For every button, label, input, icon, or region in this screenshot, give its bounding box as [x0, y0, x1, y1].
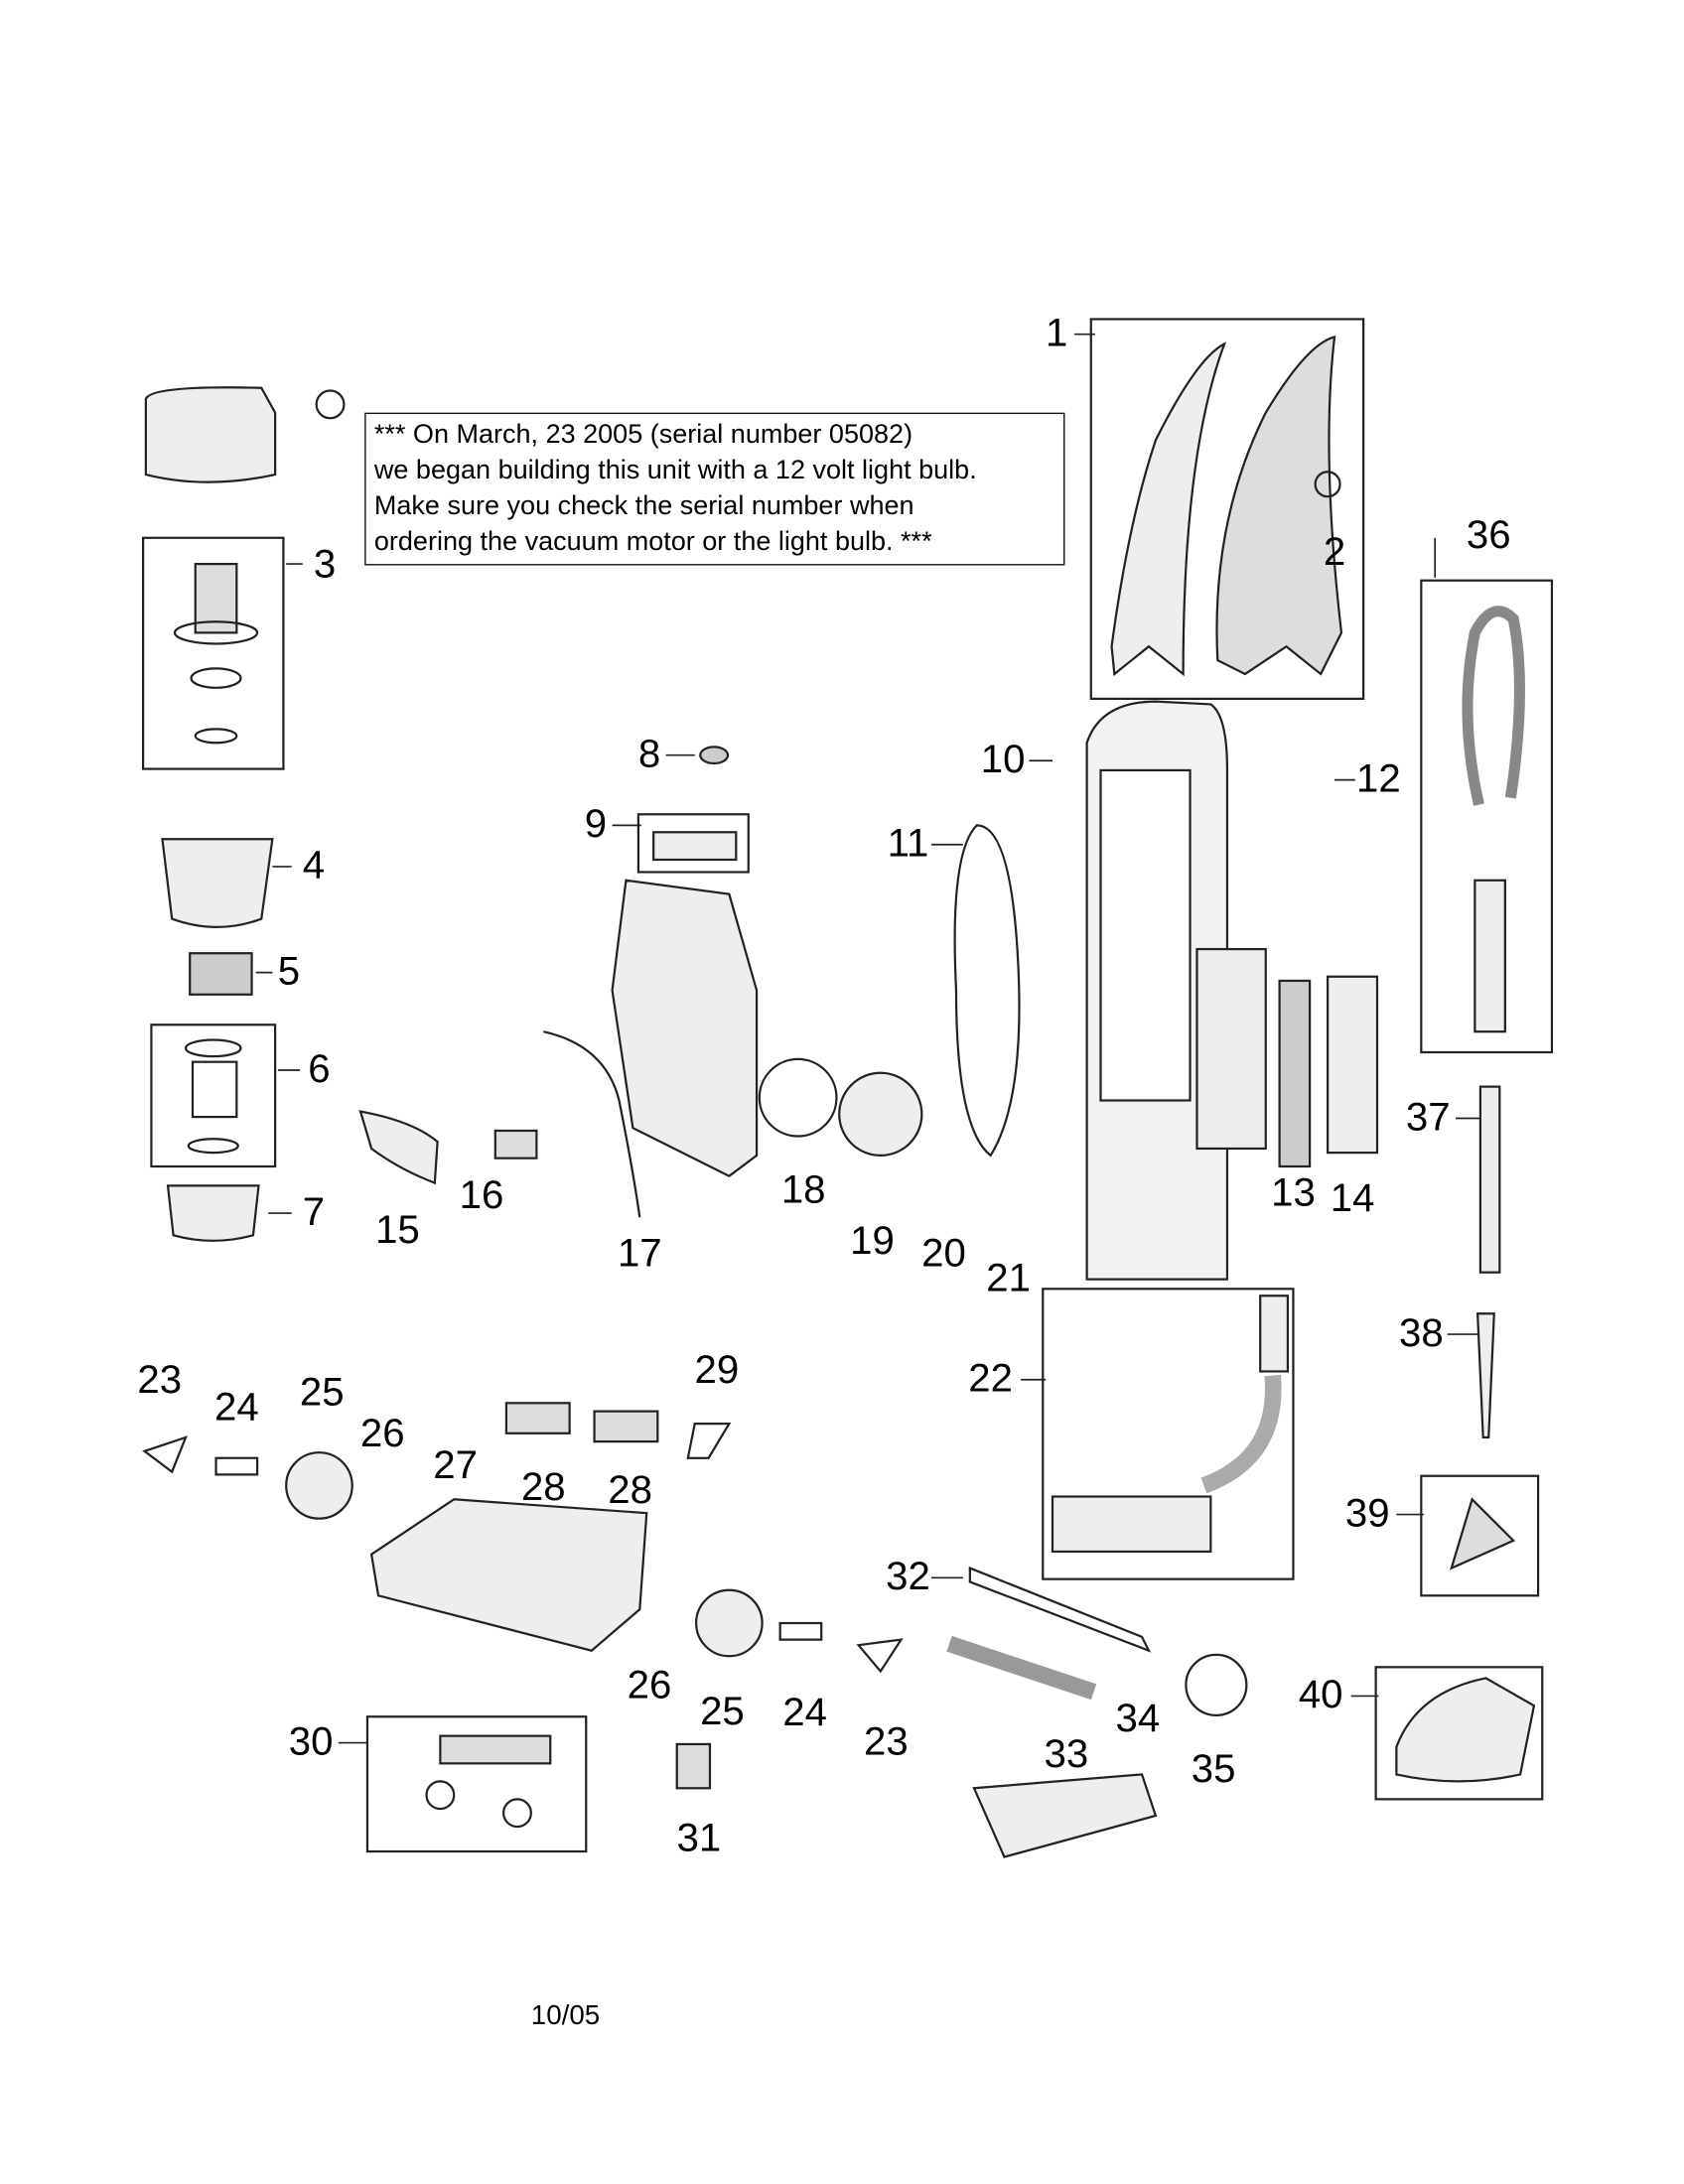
- part-label: 35: [1191, 1747, 1236, 1792]
- part-label: 2: [1323, 530, 1346, 575]
- part-31-drawing: [675, 1742, 712, 1790]
- filter-5-drawing: [189, 952, 253, 996]
- note-line: *** On March, 23 2005 (serial number 050…: [373, 419, 913, 451]
- part-label: 13: [1271, 1170, 1316, 1216]
- dirt-cup-drawing: [161, 838, 274, 929]
- lens-15-drawing: [358, 1110, 439, 1185]
- part-label: 22: [968, 1356, 1013, 1402]
- hose-22-drawing: [1051, 1295, 1290, 1554]
- part-label: 1: [1045, 311, 1068, 356]
- base-hood-drawing: [369, 1498, 648, 1652]
- latch-28a-drawing: [504, 1402, 571, 1434]
- part-label: 26: [359, 1412, 405, 1456]
- part-29-drawing: [686, 1422, 732, 1459]
- brush-39-drawing: [1450, 1497, 1516, 1570]
- part-label: 3: [313, 542, 337, 587]
- part-label: 23: [863, 1719, 909, 1765]
- part-label: 4: [302, 844, 326, 888]
- part-label: 26: [627, 1663, 672, 1708]
- turbo-tool-40-drawing: [1395, 1677, 1536, 1783]
- part-label: 29: [694, 1348, 740, 1393]
- bumper-32-drawing: [968, 1566, 1152, 1653]
- part-label: 21: [986, 1256, 1031, 1301]
- part-label: 17: [617, 1231, 662, 1277]
- gasket-18-drawing: [758, 1057, 838, 1138]
- part-label: 8: [637, 732, 661, 777]
- part-label: 28: [608, 1468, 652, 1513]
- part-label: 6: [308, 1047, 331, 1092]
- part-label: 25: [700, 1690, 745, 1734]
- wheels-drawing: [142, 1435, 904, 1674]
- note-line: we began building this unit with a 12 vo…: [373, 455, 977, 486]
- part-label: 23: [137, 1358, 183, 1403]
- part-label: 16: [459, 1173, 504, 1218]
- dust-cup-lid-drawing: [144, 386, 346, 483]
- note-line: ordering the vacuum motor or the light b…: [373, 526, 932, 558]
- bottom-plate-34-drawing: [972, 1773, 1158, 1858]
- part-label: 19: [850, 1219, 895, 1264]
- motor-19-drawing: [838, 1071, 923, 1158]
- part-label: 34: [1115, 1697, 1161, 1741]
- crevice-tool-38-drawing: [1475, 1312, 1495, 1439]
- part-label: 12: [1356, 756, 1401, 802]
- part-label: 11: [887, 821, 929, 867]
- part-label: 18: [780, 1168, 826, 1213]
- part-label: 32: [886, 1555, 930, 1599]
- wheel-set-30-drawing: [425, 1734, 552, 1829]
- filter-6-drawing: [184, 1038, 242, 1155]
- part-label: 25: [299, 1370, 345, 1416]
- cup-bottom-7-drawing: [166, 1184, 260, 1242]
- part-label: 31: [676, 1816, 722, 1861]
- part-label: 9: [584, 802, 608, 847]
- bulb-holder-16-drawing: [493, 1129, 538, 1160]
- filter-assembly-drawing: [173, 562, 259, 745]
- part-9-drawing: [652, 831, 738, 862]
- hose-drawing: [1462, 606, 1525, 1033]
- part-label: 7: [302, 1190, 326, 1235]
- part-label: 5: [277, 949, 301, 995]
- part-label: 10: [980, 738, 1026, 782]
- serial-number-note: *** On March, 23 2005 (serial number 050…: [364, 412, 1065, 566]
- part-label: 28: [520, 1465, 566, 1510]
- belt-35-drawing: [1185, 1653, 1248, 1716]
- part-label: 33: [1044, 1732, 1089, 1777]
- switch-2-drawing: [1314, 471, 1341, 498]
- part-label: 15: [375, 1208, 420, 1253]
- part-label: 14: [1330, 1176, 1375, 1221]
- handle-drawing: [1110, 336, 1343, 677]
- wand-37-drawing: [1478, 1085, 1501, 1274]
- part-label: 24: [213, 1385, 259, 1431]
- part-label: 20: [921, 1231, 966, 1277]
- wire-17-drawing: [543, 1030, 641, 1218]
- latch-28b-drawing: [593, 1410, 659, 1443]
- power-cord-drawing: [953, 824, 1021, 1158]
- part-label: 36: [1466, 513, 1511, 558]
- motor-housing-drawing: [611, 879, 759, 1177]
- date-code: 10/05: [530, 2000, 601, 2031]
- part-label: 30: [288, 1719, 334, 1765]
- part-label: 24: [782, 1691, 827, 1735]
- part-label: 27: [433, 1443, 478, 1488]
- brushroll-33-drawing: [946, 1635, 1097, 1701]
- part-label: 37: [1405, 1095, 1451, 1140]
- part-label: 40: [1298, 1673, 1343, 1717]
- part-label: 39: [1344, 1491, 1390, 1537]
- note-line: Make sure you check the serial number wh…: [373, 490, 914, 522]
- part-8-drawing: [699, 746, 730, 765]
- part-label: 38: [1398, 1311, 1444, 1356]
- main-body-drawing: [1085, 700, 1379, 1281]
